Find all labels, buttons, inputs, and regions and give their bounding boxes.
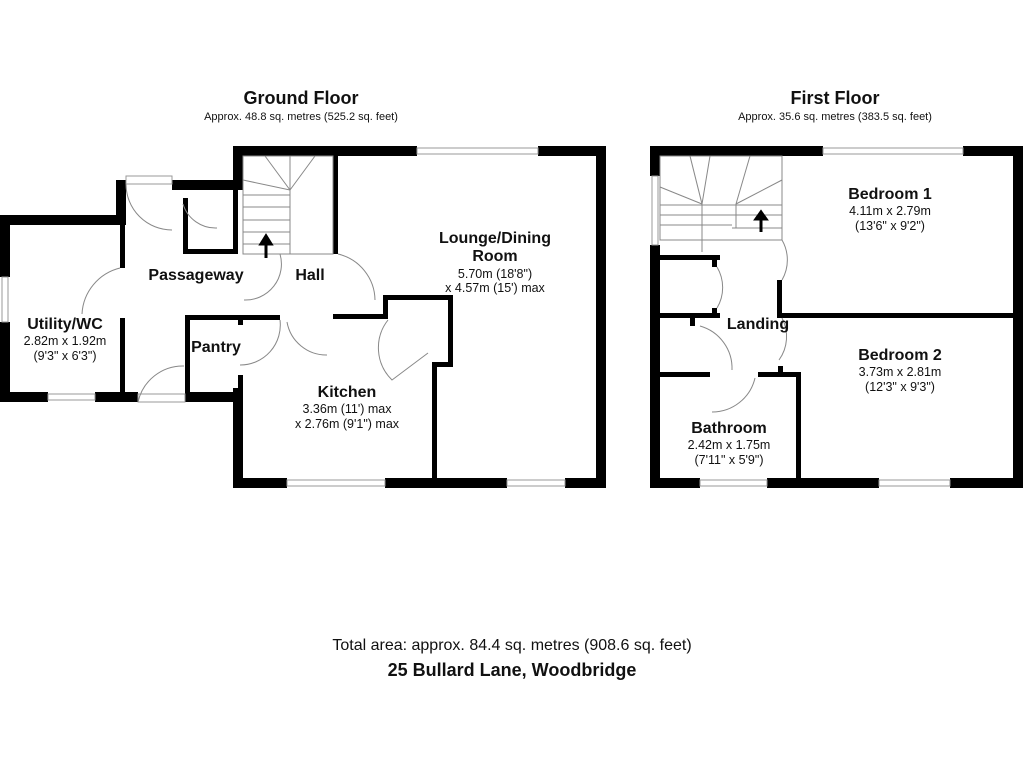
- room-label-landing: Landing: [726, 316, 790, 333]
- room-name: Bathroom: [691, 420, 767, 437]
- room-dimensions-metric: 3.73m x 2.81m: [858, 365, 942, 380]
- ground-floor-walls: [0, 146, 606, 488]
- first-floor-windows: [651, 147, 964, 487]
- room-label-kitchen: Kitchen 3.36m (11') max x 2.76m (9'1") m…: [262, 384, 432, 431]
- first-floor-walls: [650, 146, 1023, 488]
- first-floor-title: First Floor: [790, 88, 880, 108]
- room-label-hall: Hall: [295, 267, 325, 284]
- first-floor-doors-stairs: [659, 155, 788, 413]
- total-area: Total area: approx. 84.4 sq. metres (908…: [332, 637, 692, 654]
- room-label-utility: Utility/WC 2.82m x 1.92m (9'3" x 6'3"): [10, 316, 120, 363]
- first-floor-area: Approx. 35.6 sq. metres (383.5 sq. feet): [738, 111, 932, 123]
- room-name: Bedroom 2: [858, 347, 942, 364]
- room-dimensions-metric: 2.42m x 1.75m: [687, 438, 771, 453]
- room-label-passageway: Passageway: [148, 267, 244, 284]
- ground-floor-area: Approx. 48.8 sq. metres (525.2 sq. feet): [204, 111, 398, 123]
- property-address: 25 Bullard Lane, Woodbridge: [387, 660, 637, 680]
- room-name: Utility/WC: [27, 316, 103, 333]
- room-dimensions-imperial: (13'6" x 9'2"): [855, 218, 925, 233]
- room-name-line2: Room: [472, 248, 518, 266]
- room-name: Bedroom 1: [848, 186, 932, 203]
- room-dimensions-imperial: (7'11" x 5'9"): [694, 452, 764, 467]
- room-label-bedroom-1: Bedroom 1 4.11m x 2.79m (13'6" x 9'2"): [800, 186, 980, 233]
- ground-floor-title: Ground Floor: [243, 88, 359, 108]
- room-name-line1: Lounge/Dining: [439, 230, 551, 247]
- room-dimensions-imperial: (9'3" x 6'3"): [33, 348, 97, 363]
- room-dimensions-2: x 2.76m (9'1") max: [294, 416, 400, 431]
- room-dimensions-metric: 4.11m x 2.79m: [849, 204, 931, 219]
- room-dimensions-1: 3.36m (11') max: [302, 402, 392, 417]
- room-name: Kitchen: [317, 384, 377, 401]
- room-label-pantry: Pantry: [191, 339, 241, 356]
- room-label-bathroom: Bathroom 2.42m x 1.75m (7'11" x 5'9"): [664, 420, 794, 467]
- room-dimensions-metric: 2.82m x 1.92m: [23, 334, 107, 349]
- room-dimensions-imperial: (12'3" x 9'3"): [865, 379, 935, 394]
- room-label-lounge-dining: Lounge/Dining Room 5.70m (18'8") x 4.57m…: [410, 230, 580, 296]
- room-dimensions-1: 5.70m (18'8"): [457, 266, 533, 281]
- room-dimensions-2: x 4.57m (15') max: [445, 281, 545, 296]
- ground-floor-windows: [1, 147, 566, 487]
- ground-floor-doors-stairs: [81, 155, 429, 403]
- room-label-bedroom-2: Bedroom 2 3.73m x 2.81m (12'3" x 9'3"): [810, 347, 990, 394]
